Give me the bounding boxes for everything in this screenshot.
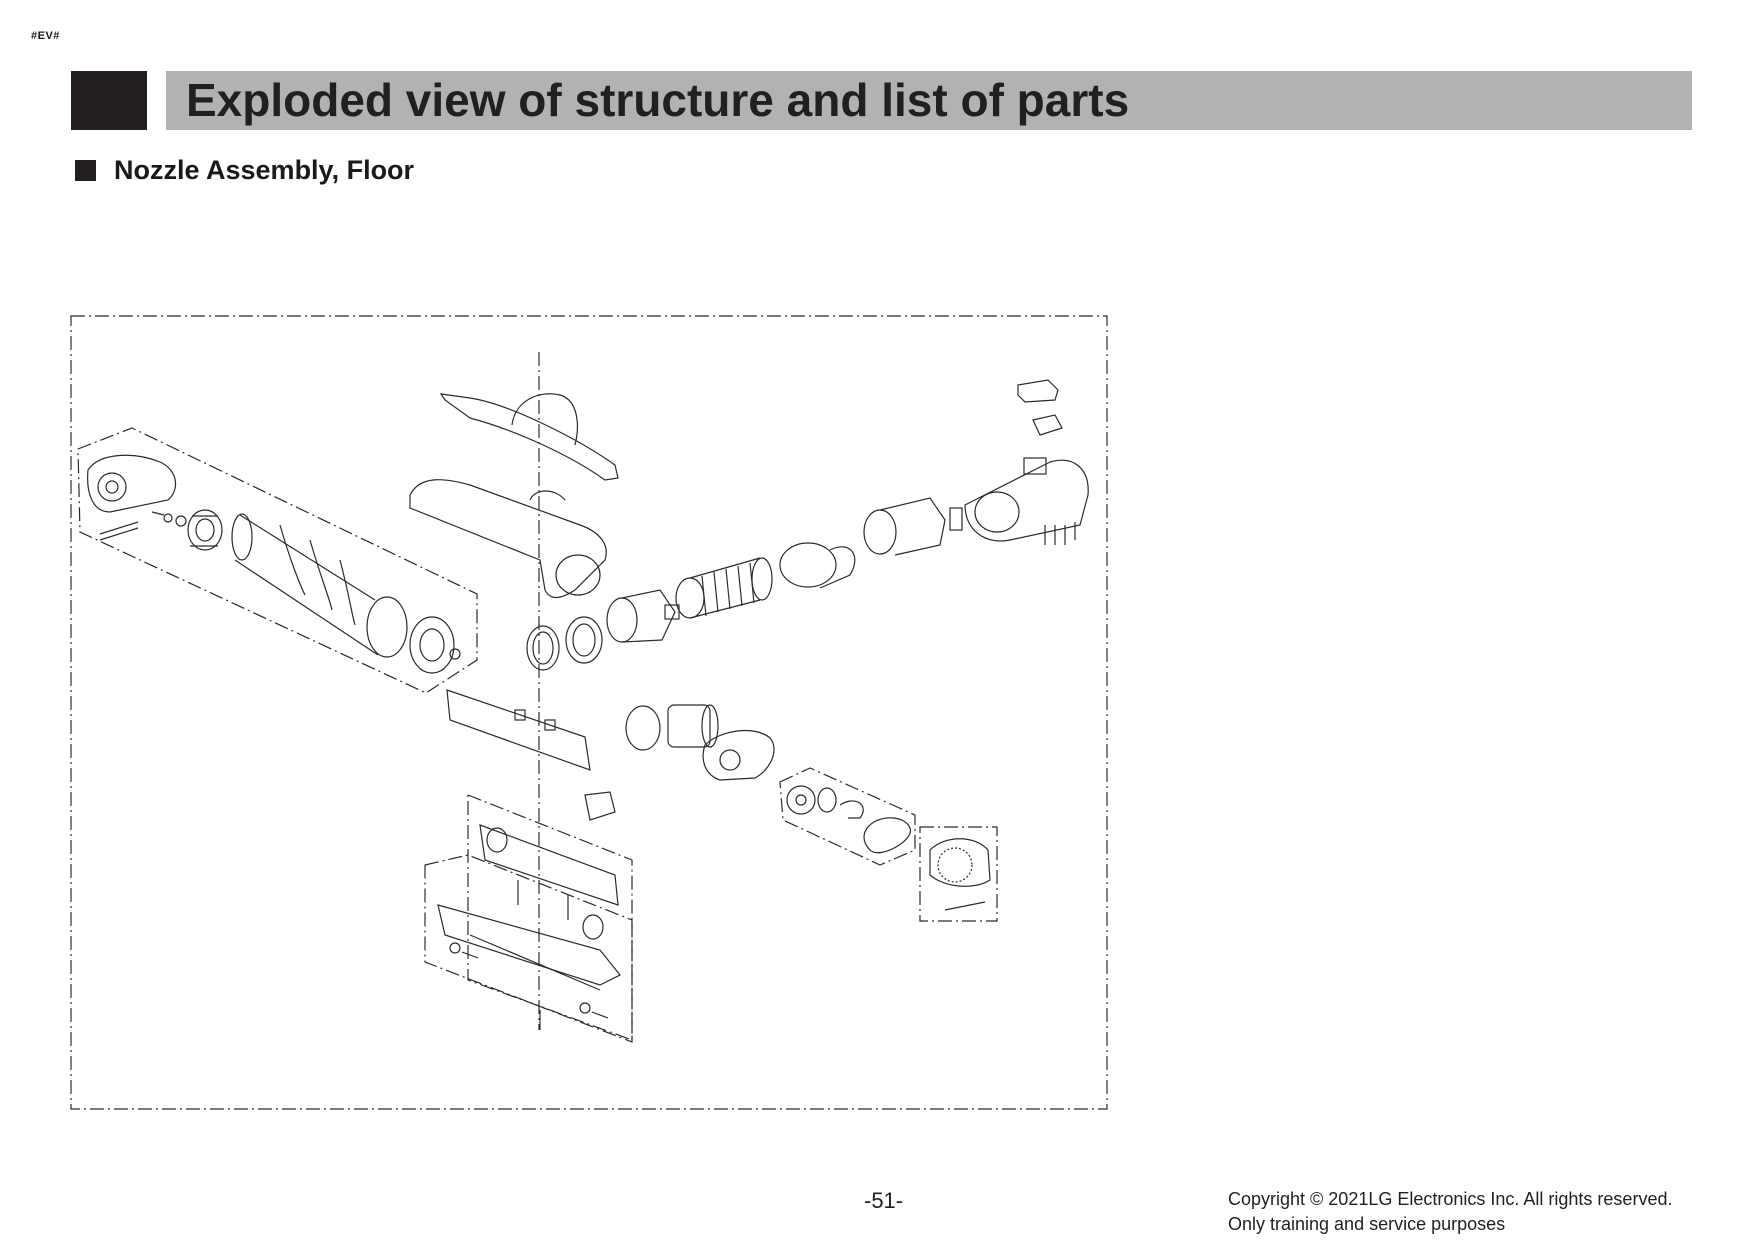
brush-group-outline [77, 427, 478, 694]
section-bullet-square [75, 160, 96, 181]
elbow-connector [779, 542, 856, 589]
end-cap-left [87, 454, 177, 541]
brush-roller [231, 513, 408, 658]
base-upper-plate [479, 824, 619, 906]
title-bar: Exploded view of structure and list of p… [166, 71, 1692, 130]
gear-housing [702, 730, 775, 781]
base-upper-outline [467, 794, 633, 1041]
axle-fasteners [151, 511, 187, 527]
side-cover-outline [919, 826, 998, 922]
roller-cap-right [409, 616, 461, 674]
copyright-line: Copyright © 2021LG Electronics Inc. All … [1228, 1189, 1673, 1209]
section-title: Nozzle Assembly, Floor [114, 155, 415, 185]
copyright-notice: Copyright © 2021LG Electronics Inc. All … [1228, 1187, 1672, 1237]
screws-wheels [449, 880, 609, 1030]
drive-hub [187, 509, 223, 551]
motor [625, 704, 719, 751]
side-cover [929, 838, 991, 911]
base-lower-outline [424, 854, 633, 1043]
document-marker: #EV# [31, 30, 60, 42]
neck-joint [606, 589, 680, 643]
handle-neck [964, 457, 1089, 545]
top-cover [439, 393, 619, 481]
sealing-rings [526, 616, 603, 671]
latch-cap [1017, 379, 1063, 436]
small-clip [584, 791, 616, 821]
swivel-collar [863, 497, 963, 556]
base-lower-plate [437, 904, 621, 986]
section-heading: Nozzle Assembly, Floor [75, 155, 414, 186]
usage-notice-line: Only training and service purposes [1228, 1214, 1506, 1234]
page-title: Exploded view of structure and list of p… [186, 74, 1130, 126]
drive-belt [863, 817, 911, 854]
nozzle-body [409, 479, 607, 599]
page-number: -51- [864, 1188, 904, 1213]
flexible-hose [675, 557, 773, 619]
title-block-decoration [71, 71, 147, 130]
pulley-group-outline [779, 767, 916, 866]
diagram-frame [70, 315, 1108, 1110]
bumper-rail [446, 689, 591, 771]
pulleys [786, 785, 864, 819]
